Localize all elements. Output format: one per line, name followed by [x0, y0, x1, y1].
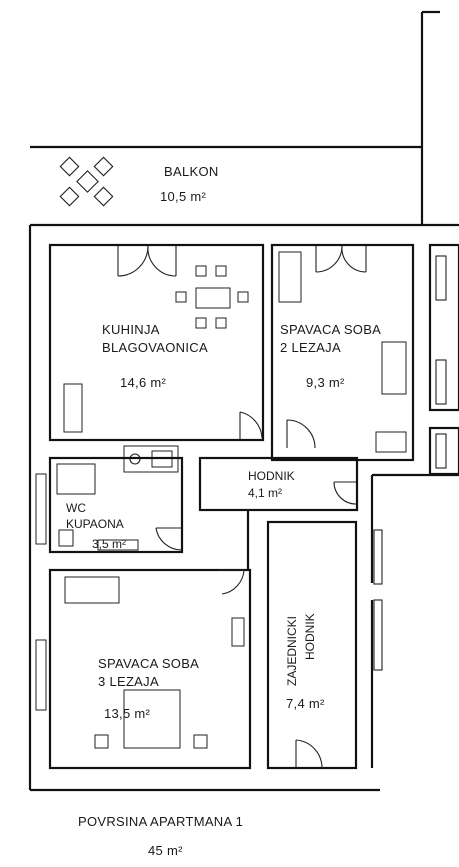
- room-zajednicki: [266, 520, 358, 770]
- soba3-area: 13,5 m²: [104, 706, 151, 721]
- room-kuhinja: [48, 243, 265, 473]
- kuhinja-name-1: KUHINJA: [102, 322, 160, 337]
- kuhinja-area: 14,6 m²: [120, 375, 167, 390]
- room-wc: [35, 456, 184, 554]
- balcony-plant-icon: [59, 156, 114, 207]
- hodnik-name: HODNIK: [248, 469, 295, 483]
- zajednicki-name-2: HODNIK: [303, 613, 317, 660]
- balkon-name: BALKON: [164, 164, 219, 179]
- wc-name-2: KUPAONA: [66, 517, 124, 531]
- wc-area: 3,5 m²: [92, 537, 126, 551]
- labels: BALKON 10,5 m² KUHINJA BLAGOVAONICA 14,6…: [66, 164, 381, 858]
- zajednicki-area: 7,4 m²: [286, 696, 325, 711]
- wc-name-1: WC: [66, 501, 86, 515]
- soba3-name-1: SPAVACA SOBA: [98, 656, 199, 671]
- soba2-area: 9,3 m²: [306, 375, 345, 390]
- zajednicki-name-1: ZAJEDNICKI: [285, 616, 299, 686]
- room-soba2: [270, 243, 415, 462]
- exterior-walls: [28, 10, 459, 792]
- kuhinja-name-2: BLAGOVAONICA: [102, 340, 208, 355]
- soba2-name-1: SPAVACA SOBA: [280, 322, 381, 337]
- room-soba3: [35, 568, 252, 770]
- room-hodnik: [198, 456, 359, 570]
- summary-label: POVRSINA APARTMANA 1: [78, 814, 243, 829]
- soba3-name-2: 3 LEZAJA: [98, 674, 159, 689]
- hodnik-area: 4,1 m²: [248, 486, 282, 500]
- soba2-name-2: 2 LEZAJA: [280, 340, 341, 355]
- summary-area: 45 m²: [148, 843, 183, 858]
- neighbour-walls: [370, 243, 459, 768]
- balkon-area: 10,5 m²: [160, 189, 207, 204]
